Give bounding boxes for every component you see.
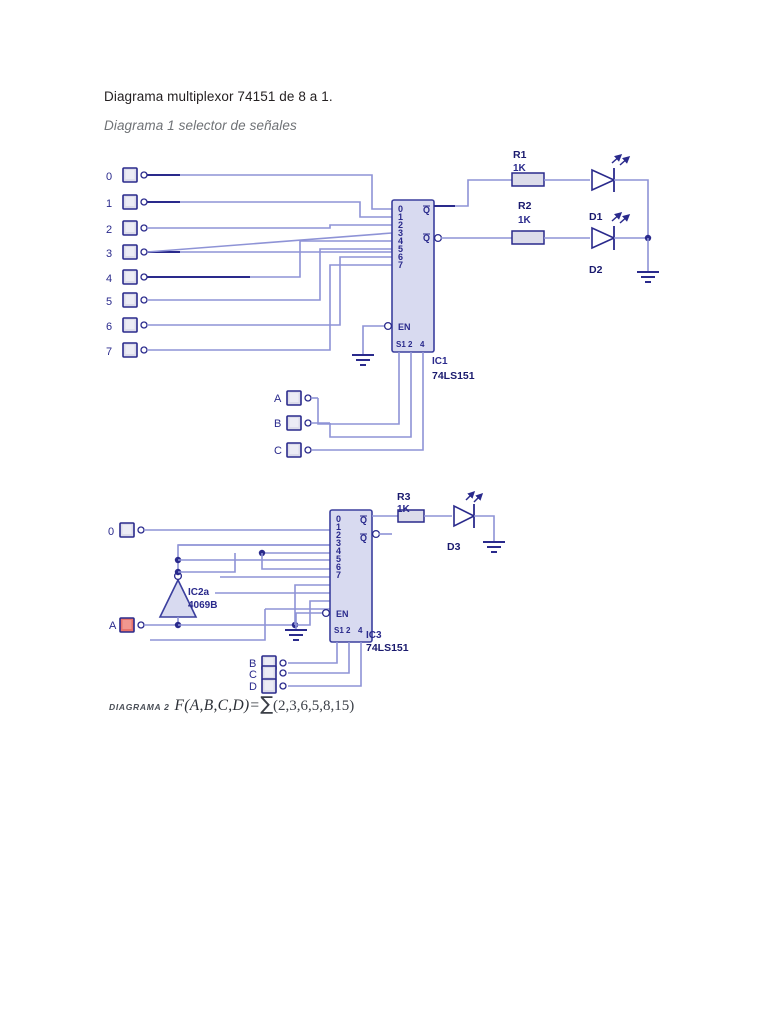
svg-text:7: 7 [336,570,341,580]
switch-4-label: 4 [106,273,112,285]
d1-refdes-label: D1 [589,211,603,223]
svg-text:EN: EN [398,322,411,332]
switch-7-label: 7 [106,346,112,358]
r3-value-label: 1K [397,504,411,515]
svg-text:C: C [274,445,282,457]
resistor-r2[interactable] [511,230,590,245]
switch-6[interactable] [122,317,148,333]
ic2a-refdes-label: IC2a [188,587,210,598]
diagram2-minterms: (2,3,6,5,8,15) [273,698,355,714]
ic3-74ls151[interactable]: 0 1 2 3 4 5 6 7 EN S1 2 4 Q Q [329,509,373,643]
svg-text:7: 7 [398,260,403,270]
svg-text:4: 4 [420,340,425,349]
svg-text:6: 6 [336,562,341,572]
switch-select-c[interactable]: C [274,442,312,458]
svg-text:2: 2 [346,626,351,635]
svg-text:Q: Q [360,515,367,525]
r1-refdes-label: R1 [513,149,527,161]
svg-text:5: 5 [398,244,403,254]
svg-text:EN: EN [336,609,349,619]
svg-text:3: 3 [398,228,403,238]
d2-switch-d[interactable]: D [249,678,287,694]
svg-text:6: 6 [398,252,403,262]
svg-text:Q: Q [360,533,367,543]
svg-text:B: B [274,418,281,430]
switch-select-b[interactable]: B [274,415,330,431]
switch-5[interactable] [122,292,148,308]
svg-text:0: 0 [398,204,403,214]
ic1-74ls151[interactable]: 0 1 2 3 4 5 6 7 EN S1 2 4 Q Q [391,199,435,353]
input-wires-diagram1 [146,174,393,351]
ic1-part-label: 74LS151 [432,370,475,382]
svg-text:B: B [249,658,256,670]
svg-text:1: 1 [336,522,341,532]
d2-select-wires [288,642,362,687]
switch-3[interactable] [122,244,148,260]
switch-0-label: 0 [106,171,112,183]
switch-2[interactable] [122,220,148,236]
output-wires-diagram1 [433,179,512,243]
r3-refdes-label: R3 [397,491,411,503]
svg-text:2: 2 [408,340,413,349]
d2-switch-c[interactable]: C [249,665,287,681]
diagram2-caption: DIAGRAMA 2 F(A,B,C,D)= ∑ (2,3,6,5,8,15) [109,693,355,715]
svg-text:4: 4 [358,626,363,635]
led-d3[interactable] [453,490,505,553]
svg-text:2: 2 [398,220,403,230]
switch-2-label: 2 [106,224,112,236]
diagram2-formula: F(A,B,C,D)= [174,697,261,714]
switch-4[interactable] [122,269,148,285]
svg-text:2: 2 [336,530,341,540]
led-d1[interactable] [591,154,649,238]
svg-text:1: 1 [398,212,403,222]
switch-0[interactable] [122,167,148,183]
d2-switch-0-label: 0 [108,526,114,538]
switch-7[interactable] [122,342,148,358]
d2-input-wires [150,549,330,641]
svg-text:Q: Q [423,205,430,215]
svg-text:0: 0 [336,514,341,524]
resistor-r3[interactable] [397,509,452,523]
d2-inverter-bus [174,544,330,576]
page-title: Diagrama multiplexor 74151 de 8 a 1. [104,89,333,104]
svg-text:S1: S1 [396,340,406,349]
resistor-r1[interactable] [511,172,590,187]
ic1-refdes-label: IC1 [432,356,448,367]
d2-enable-ground [285,608,331,641]
switch-3-label: 3 [106,248,112,260]
d2-output-wires [371,515,398,539]
svg-text:C: C [249,669,257,681]
svg-text:D: D [249,681,257,693]
enable-ground-diagram1 [352,321,393,366]
ic3-part-label: 74LS151 [366,642,409,654]
svg-text:4: 4 [398,236,403,246]
inverter-ic2a[interactable] [158,560,198,625]
select-wires-diagram1 [312,352,424,451]
switch-select-a[interactable]: A [274,390,318,406]
svg-text:A: A [274,393,282,405]
switch-1[interactable] [122,194,148,210]
diagram2-caption-label: DIAGRAMA 2 [109,702,170,712]
svg-text:S1: S1 [334,626,344,635]
d3-refdes-label: D3 [447,541,461,553]
r2-value-label: 1K [518,215,532,226]
ic2a-part-label: 4069B [188,600,217,611]
led-d2[interactable] [591,212,659,283]
switch-1-label: 1 [106,198,112,210]
r1-value-label: 1K [513,163,527,174]
svg-text:5: 5 [336,554,341,564]
ic3-refdes-label: IC3 [366,630,382,641]
switch-5-label: 5 [106,296,112,308]
page-subtitle: Diagrama 1 selector de señales [104,118,297,133]
svg-text:4: 4 [336,546,341,556]
svg-text:Q: Q [423,233,430,243]
switch-6-label: 6 [106,321,112,333]
svg-text:A: A [109,620,117,632]
d2-refdes-label: D2 [589,264,603,276]
d2-switch-0[interactable] [119,522,330,538]
svg-text:3: 3 [336,538,341,548]
r2-refdes-label: R2 [518,200,532,212]
